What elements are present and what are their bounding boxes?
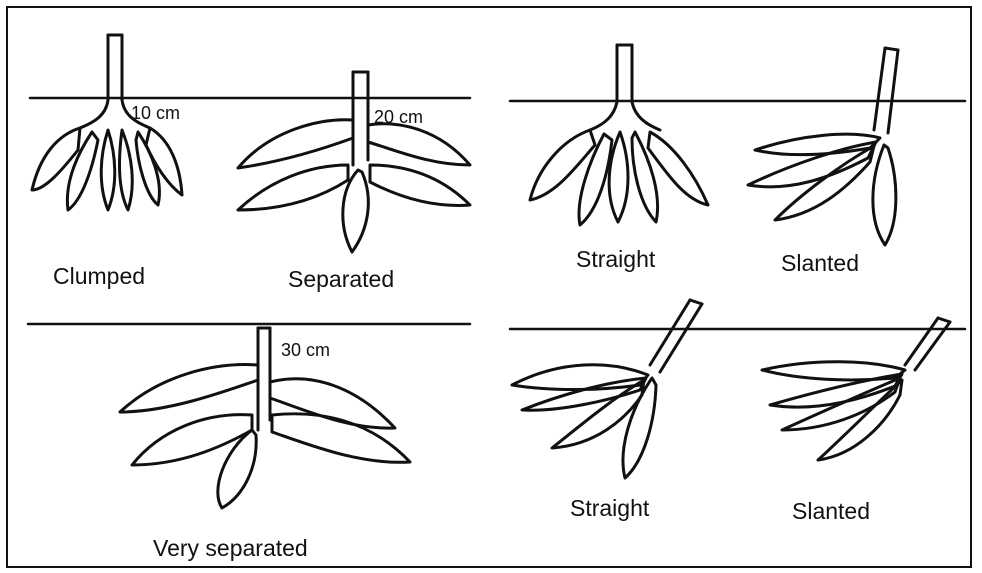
label-straight-top: Straight <box>576 248 655 271</box>
label-very-separated: Very separated <box>153 537 308 560</box>
label-clumped: Clumped <box>53 265 145 288</box>
label-separated: Separated <box>288 268 394 291</box>
label-slanted-top: Slanted <box>781 252 859 275</box>
root-slanted-top-drawing <box>748 48 898 245</box>
depth-label-very-separated: 30 cm <box>281 341 330 359</box>
label-straight-bottom: Straight <box>570 497 649 520</box>
root-very-separated-drawing <box>120 328 410 508</box>
root-straight-bottom-drawing <box>512 300 702 478</box>
depth-label-clumped: 10 cm <box>131 104 180 122</box>
root-slanted-bottom-drawing <box>762 318 950 460</box>
depth-label-separated: 20 cm <box>374 108 423 126</box>
root-straight-top-drawing <box>530 45 708 225</box>
label-slanted-bottom: Slanted <box>792 500 870 523</box>
